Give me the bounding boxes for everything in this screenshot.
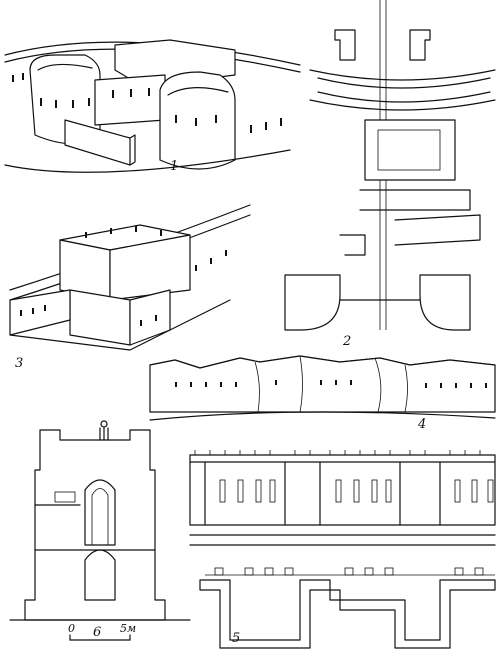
figure-1-label: 1 (170, 159, 178, 174)
figure-6-label: 6 (93, 625, 101, 640)
figure-2-label: 2 (342, 334, 351, 349)
figure-4-label: 4 (417, 417, 426, 432)
figure-5-wall-elevation-plan: 5 (189, 450, 496, 649)
figure-6-tower-section: 6 0 5м (9, 420, 191, 641)
scale-bar-end: 5м (120, 622, 136, 635)
figure-3-label: 3 (15, 356, 23, 371)
figure-5-label: 5 (232, 631, 240, 646)
plan-buttresses (214, 567, 484, 576)
scale-bar: 0 5м (68, 622, 136, 641)
figure-3-tower: 3 (9, 204, 251, 371)
figure-2-plan: 2 (284, 0, 496, 349)
figure-1-bastion: 1 (4, 39, 301, 174)
scale-bar-start: 0 (68, 622, 75, 635)
figure-4-ruin-elevation: 4 (149, 355, 496, 432)
elevation-windows (219, 479, 494, 503)
ruin-loopholes (175, 380, 487, 388)
